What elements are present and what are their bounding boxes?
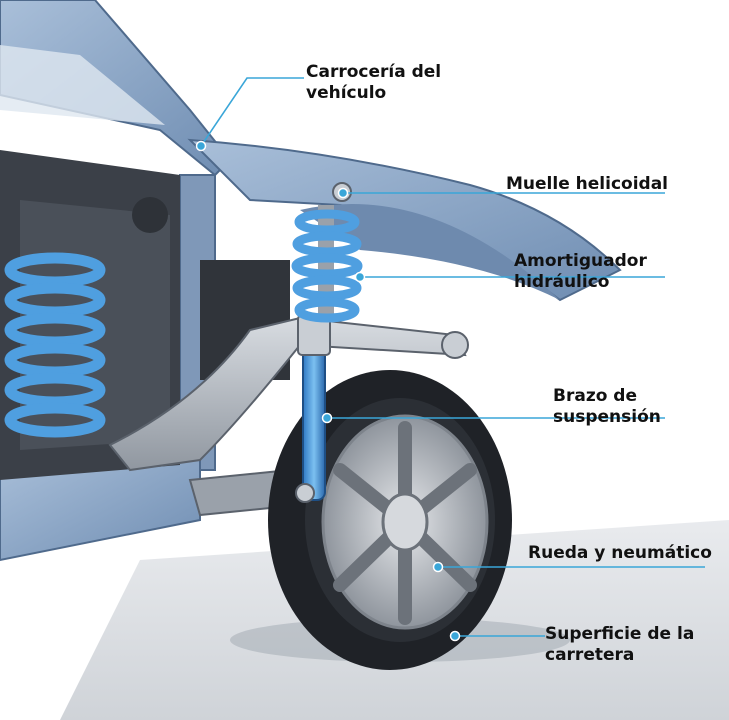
label-coil-spring: Muelle helicoidal bbox=[506, 174, 668, 195]
label-road-surface-line-1: Superficie de la bbox=[545, 624, 695, 644]
label-suspension-arm: Brazo de suspensión bbox=[553, 386, 661, 428]
label-vehicle-body-line-1: Carrocería del bbox=[306, 62, 442, 82]
vehicle-body bbox=[0, 0, 622, 562]
label-wheel-tire: Rueda y neumático bbox=[528, 543, 712, 564]
callout-dots bbox=[195, 140, 461, 642]
callout-dot-icon bbox=[195, 140, 207, 152]
label-suspension-arm-line-1: Brazo de bbox=[553, 386, 638, 406]
label-hydraulic-damper: Amortiguador hidráulico bbox=[514, 251, 647, 293]
label-suspension-arm-line-2: suspensión bbox=[553, 407, 661, 427]
front-coilover bbox=[291, 182, 363, 503]
label-road-surface: Superficie de la carretera bbox=[545, 624, 694, 666]
callout-dot-icon bbox=[432, 561, 444, 573]
rear-coil-spring bbox=[4, 252, 106, 438]
label-hydraulic-damper-line-2: hidráulico bbox=[514, 272, 610, 292]
wheel-assembly bbox=[268, 370, 512, 670]
label-coil-spring-line-1: Muelle helicoidal bbox=[506, 174, 668, 194]
label-hydraulic-damper-line-1: Amortiguador bbox=[514, 251, 647, 271]
callout-dot-icon bbox=[337, 187, 349, 199]
label-road-surface-line-2: carretera bbox=[545, 645, 635, 665]
callout-dot-icon bbox=[449, 630, 461, 642]
label-vehicle-body-line-2: vehículo bbox=[306, 83, 387, 103]
callout-dot-icon bbox=[354, 271, 366, 283]
label-wheel-tire-line-1: Rueda y neumático bbox=[528, 543, 712, 563]
callout-dot-icon bbox=[321, 412, 333, 424]
callout-lines bbox=[200, 77, 705, 637]
label-vehicle-body: Carrocería del vehículo bbox=[306, 62, 441, 104]
